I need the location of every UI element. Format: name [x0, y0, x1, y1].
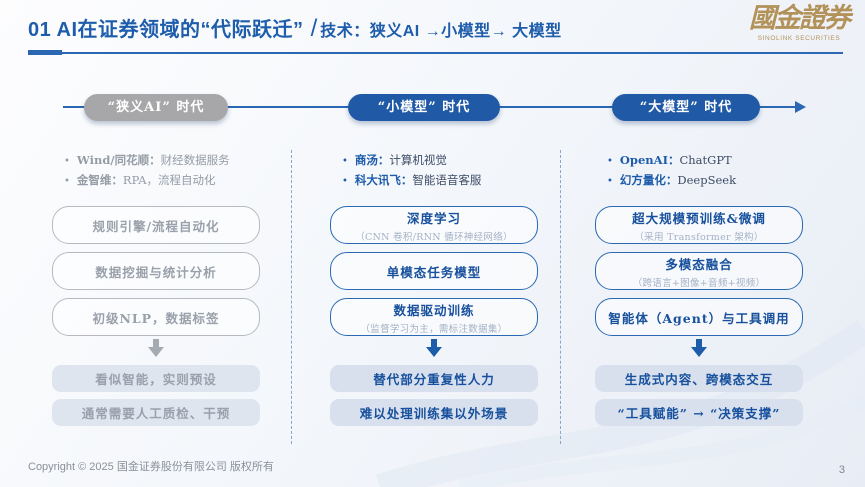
sinolink-logo: 國金證券 SINOLINK SECURITIES — [749, 3, 851, 43]
title-underline-accent — [28, 50, 62, 55]
feature-box: 初级NLP，数据标签 — [52, 298, 260, 336]
company-examples: Wind/同花顺：财经数据服务 金智维：RPA，流程自动化 — [64, 151, 262, 191]
down-arrow-icon — [689, 339, 709, 357]
outcome-box: 看似智能，实则预设 — [52, 365, 260, 392]
era-pill-large-model: “大模型” 时代 — [612, 94, 760, 121]
column-large-model: OpenAI：ChatGPT 幻方量化：DeepSeek 超大规模预训练&微调 … — [593, 148, 805, 426]
company-desc: 智能语音客服 — [412, 173, 482, 187]
list-item: 幻方量化：DeepSeek — [607, 171, 805, 191]
feature-title: 智能体（Agent）与工具调用 — [608, 310, 790, 326]
outcome-box: 通常需要人工质检、干预 — [52, 399, 260, 426]
feature-box: 智能体（Agent）与工具调用 — [595, 298, 803, 336]
feature-title: 多模态融合 — [665, 256, 733, 272]
page-title-main: 01 AI在证券领域的“代际跃迁” — [28, 19, 304, 41]
feature-subtitle: （跨语言+图像+音频+视频） — [632, 277, 766, 289]
feature-box: 数据挖掘与统计分析 — [52, 252, 260, 290]
feature-box: 超大规模预训练&微调 （采用 Transformer 架构） — [595, 206, 803, 244]
column-small-model: 商汤：计算机视觉 科大讯飞：智能语音客服 深度学习 （CNN 卷积/RNN 循环… — [328, 148, 540, 426]
company-desc: ChatGPT — [679, 153, 732, 167]
feature-title: 初级NLP，数据标签 — [92, 310, 220, 326]
feature-title: 深度学习 — [406, 210, 461, 226]
company-name: Wind/同花顺： — [76, 153, 161, 167]
list-item: OpenAI：ChatGPT — [607, 151, 805, 171]
column-divider — [291, 150, 292, 444]
feature-title: 超大规模预训练&微调 — [632, 210, 766, 226]
company-desc: DeepSeek — [677, 173, 737, 187]
logo-wordmark: 國金證券 — [749, 3, 851, 34]
feature-title: 数据驱动训练 — [393, 302, 475, 318]
era-pill-narrow-ai: “狭义AI” 时代 — [84, 94, 228, 121]
feature-subtitle: （监督学习为主，需标注数据集） — [360, 323, 508, 335]
column-divider — [560, 150, 561, 444]
feature-box: 多模态融合 （跨语言+图像+音频+视频） — [595, 252, 803, 290]
page-title: 01 AI在证券领域的“代际跃迁” / 技术：狭义AI →小模型→ 大模型 — [28, 13, 562, 43]
era-pill-small-model: “小模型” 时代 — [348, 94, 500, 121]
down-arrow-icon — [424, 339, 444, 357]
page-number: 3 — [838, 464, 845, 476]
column-narrow-ai: Wind/同花顺：财经数据服务 金智维：RPA，流程自动化 规则引擎/流程自动化… — [50, 148, 262, 426]
list-item: 商汤：计算机视觉 — [342, 151, 540, 171]
list-item: 金智维：RPA，流程自动化 — [64, 171, 262, 191]
company-name: 幻方量化： — [619, 173, 678, 187]
feature-box: 单模态任务模型 — [330, 252, 538, 290]
page-title-subtitle: 技术：狭义AI →小模型→ 大模型 — [320, 23, 562, 40]
feature-title: 单模态任务模型 — [386, 264, 482, 280]
page-title-separator: / — [310, 15, 318, 42]
company-name: OpenAI： — [619, 153, 680, 167]
feature-box: 深度学习 （CNN 卷积/RNN 循环神经网络） — [330, 206, 538, 244]
outcome-box: “工具赋能” → “决策支撑” — [595, 399, 803, 426]
outcome-box: 生成式内容、跨模态交互 — [595, 365, 803, 392]
list-item: Wind/同花顺：财经数据服务 — [64, 151, 262, 171]
feature-subtitle: （CNN 卷积/RNN 循环神经网络） — [355, 231, 513, 243]
company-name: 金智维： — [76, 173, 123, 187]
timeline-arrow-icon — [795, 101, 806, 113]
copyright-text: Copyright © 2025 国金证券股份有限公司 版权所有 — [28, 461, 274, 473]
feature-subtitle: （采用 Transformer 架构） — [634, 231, 764, 243]
company-name: 商汤： — [354, 153, 390, 167]
list-item: 科大讯飞：智能语音客服 — [342, 171, 540, 191]
feature-title: 数据挖掘与统计分析 — [95, 264, 217, 280]
company-name: 科大讯飞： — [354, 173, 413, 187]
feature-title: 规则引擎/流程自动化 — [92, 218, 220, 234]
company-desc: RPA，流程自动化 — [122, 173, 216, 187]
title-underline — [28, 52, 843, 54]
company-examples: 商汤：计算机视觉 科大讯飞：智能语音客服 — [342, 151, 540, 191]
feature-box: 数据驱动训练 （监督学习为主，需标注数据集） — [330, 298, 538, 336]
feature-box: 规则引擎/流程自动化 — [52, 206, 260, 244]
outcome-box: 难以处理训练集以外场景 — [330, 399, 538, 426]
company-examples: OpenAI：ChatGPT 幻方量化：DeepSeek — [607, 151, 805, 191]
company-desc: 计算机视觉 — [389, 153, 447, 167]
logo-subtext: SINOLINK SECURITIES — [757, 35, 841, 42]
company-desc: 财经数据服务 — [160, 153, 230, 167]
outcome-box: 替代部分重复性人力 — [330, 365, 538, 392]
down-arrow-icon — [146, 339, 166, 357]
